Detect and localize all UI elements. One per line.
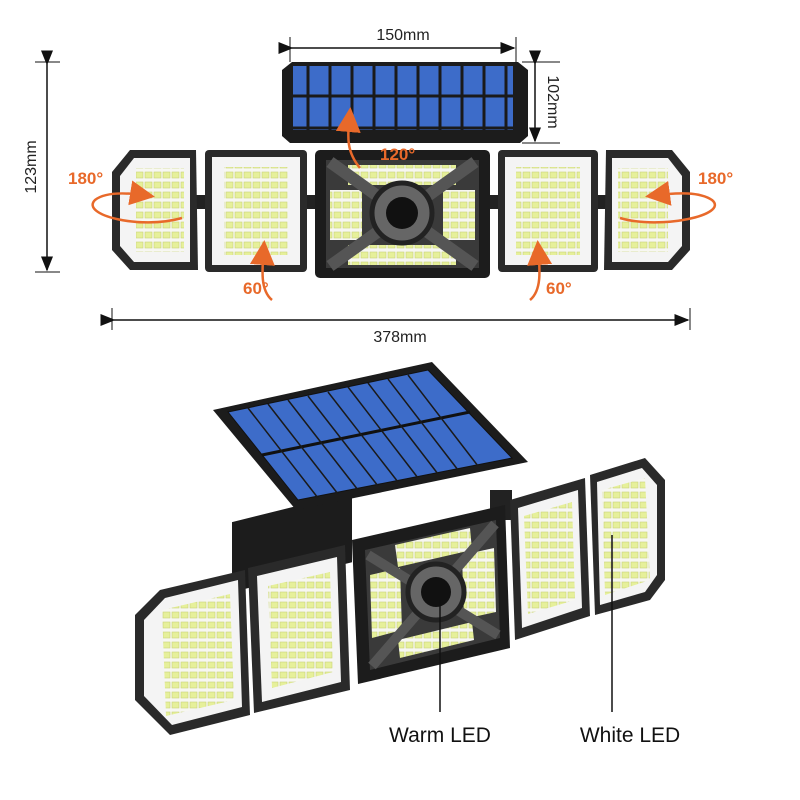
panel-width-label: 150mm (376, 27, 429, 44)
perspective-view: Warm LED White LED (135, 362, 680, 747)
solar-cells (293, 66, 513, 130)
panel-tilt-arrow (335, 107, 361, 169)
right-tilt-arrow (527, 240, 553, 301)
left-tilt-arrow (249, 240, 275, 301)
right-end-angle: 180° (698, 169, 733, 188)
warm-led-strip (348, 165, 456, 185)
left-rotation-arrow (91, 180, 183, 224)
panel-height-label: 102mm (544, 75, 561, 128)
top-dimension-view: 150mm 102mm 123mm (23, 27, 733, 346)
left-inner-angle: 60° (243, 279, 269, 298)
right-inner-angle: 60° (546, 279, 572, 298)
right-rotation-arrow (619, 180, 716, 224)
warm-led-label: Warm LED (389, 724, 491, 747)
left-end-angle: 180° (68, 169, 103, 188)
light-height-label: 123mm (23, 140, 40, 193)
total-width-label: 378mm (373, 329, 426, 346)
white-led-label: White LED (580, 724, 680, 747)
panel-tilt-angle: 120° (380, 145, 415, 164)
